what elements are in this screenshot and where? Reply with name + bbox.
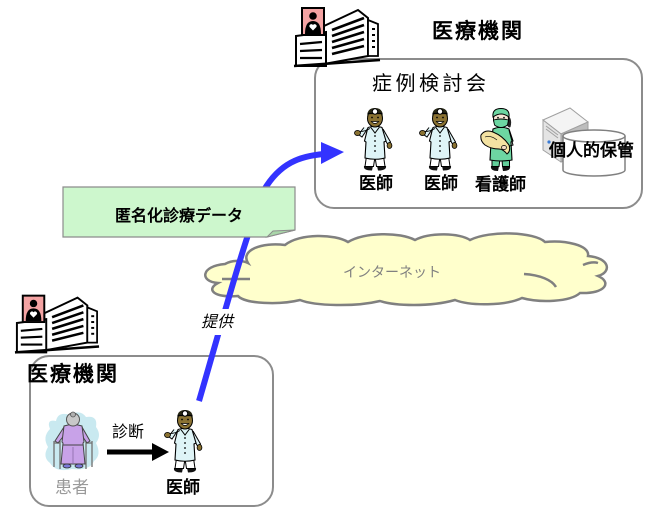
server-database-icon xyxy=(542,107,626,177)
server-led xyxy=(547,140,551,144)
doctor-icon xyxy=(163,406,207,474)
flow-arrow-head xyxy=(321,142,344,164)
doctor-icon xyxy=(353,104,397,172)
case-conference-label: 症例検討会 xyxy=(372,71,490,95)
elderly-patient-icon xyxy=(42,409,102,475)
provision-label: 提供 xyxy=(200,309,235,335)
diagnosis-arrow-head xyxy=(152,443,169,461)
member-label-doctor-1: 医師 xyxy=(359,174,393,194)
nurse-icon xyxy=(479,105,523,173)
diagnosis-label: 診断 xyxy=(112,422,145,441)
database-cylinder xyxy=(562,129,626,177)
bottom-doctor-label: 医師 xyxy=(166,478,200,498)
bottom-facility-title: 医療機関 xyxy=(27,362,119,386)
hospital-building-icon xyxy=(292,6,382,68)
internet-label: インターネット xyxy=(343,265,441,281)
data-note-label: 匿名化診療データ xyxy=(114,206,243,225)
note-fold xyxy=(265,229,296,238)
patient-label: 患者 xyxy=(55,478,89,498)
hospital-building-icon xyxy=(13,292,101,356)
personal-storage-label: 個人的保管 xyxy=(549,141,634,161)
member-label-nurse: 看護師 xyxy=(475,175,526,195)
doctor-icon xyxy=(418,104,462,172)
member-label-doctor-2: 医師 xyxy=(424,174,458,194)
top-facility-title: 医療機関 xyxy=(432,19,524,43)
